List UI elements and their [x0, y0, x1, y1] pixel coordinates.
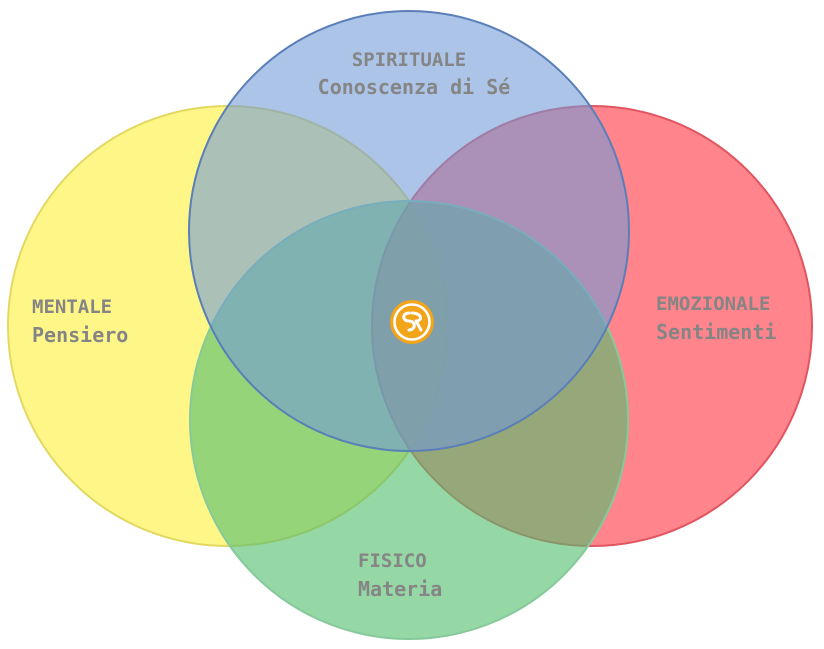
- circle-spirituale: [188, 10, 630, 452]
- circles: [7, 10, 813, 640]
- label-fisico: FISICO Materia: [358, 550, 442, 601]
- label-spirituale-title: SPIRITUALE: [352, 49, 466, 71]
- label-mentale-title: MENTALE: [32, 296, 112, 318]
- label-spirituale-subtitle: Conoscenza di Sé: [318, 75, 511, 99]
- label-emozionale: EMOZIONALE Sentimenti: [656, 293, 776, 344]
- label-emozionale-subtitle: Sentimenti: [656, 320, 776, 344]
- label-mentale-subtitle: Pensiero: [32, 323, 128, 347]
- label-spirituale: SPIRITUALE Conoscenza di Sé: [318, 49, 511, 99]
- label-fisico-subtitle: Materia: [358, 577, 442, 601]
- label-fisico-title: FISICO: [358, 550, 427, 572]
- label-mentale: MENTALE Pensiero: [32, 296, 128, 347]
- sr-logo-icon: [390, 300, 434, 344]
- label-emozionale-title: EMOZIONALE: [656, 293, 770, 315]
